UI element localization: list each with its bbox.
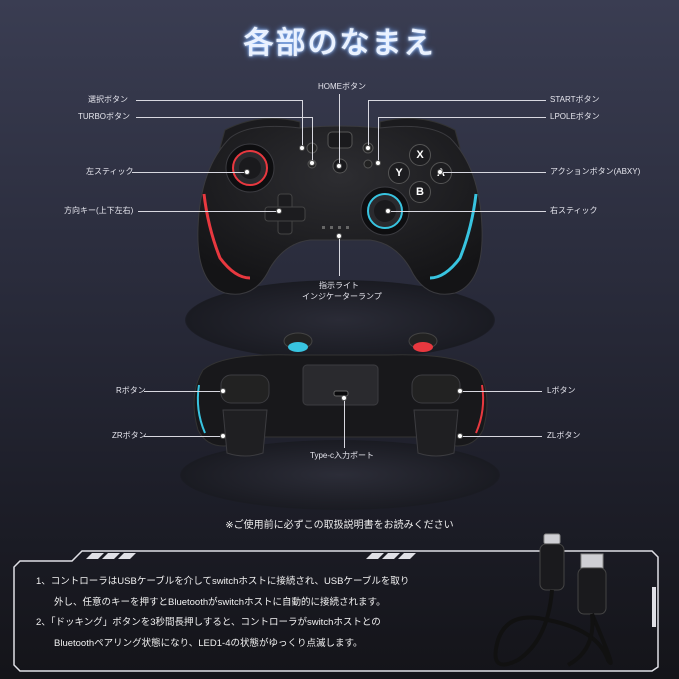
leader-indicator	[339, 236, 340, 276]
instruction-line-4: Bluetoothペアリング状態になり、LED1-4の状態がゆっくり点滅します。	[54, 637, 363, 649]
face-button-x: X	[409, 144, 431, 166]
label-indicator-2: インジケーターランプ	[302, 292, 382, 301]
marker-r-button	[220, 388, 226, 394]
label-indicator-1: 指示ライト	[319, 281, 359, 290]
face-button-y: Y	[388, 162, 410, 184]
label-left-stick: 左スティック	[86, 167, 134, 176]
leader-left-stick	[132, 172, 246, 173]
leader-r-button	[144, 391, 222, 392]
page-title: 各部のなまえ	[243, 26, 436, 61]
label-typec: Type-c入力ポート	[310, 451, 375, 460]
marker-select	[299, 145, 305, 151]
controller-front-image	[197, 117, 483, 295]
leader-zl-button	[460, 436, 542, 437]
leader-turbo	[136, 117, 312, 118]
label-zr-button: ZRボタン	[112, 431, 147, 440]
leader-select-v	[302, 100, 303, 146]
leader-home	[339, 94, 340, 164]
marker-right-stick	[385, 208, 391, 214]
marker-zl-button	[457, 433, 463, 439]
instruction-line-1: 1、コントローラはUSBケーブルを介してswitchホストに接続され、USBケー…	[36, 576, 410, 587]
instruction-text: 1、コントローラはUSBケーブルを介してswitchホストに接続され、USBケー…	[36, 572, 476, 654]
usage-note: ※ご使用前に必ずこの取扱説明書をお読みください	[225, 520, 454, 531]
leader-lpole	[378, 117, 546, 118]
label-action: アクションボタン(ABXY)	[550, 167, 641, 176]
label-dpad: 方向キー(上下左右)	[64, 206, 134, 215]
controller-back-image	[193, 332, 488, 457]
label-turbo: TURBOボタン	[78, 112, 130, 121]
leader-action	[440, 172, 546, 173]
usb-cable-image	[493, 533, 613, 667]
label-l-button: Lボタン	[547, 386, 576, 395]
leader-lpole-v	[378, 117, 379, 161]
label-r-button: Rボタン	[116, 386, 146, 395]
marker-turbo	[309, 160, 315, 166]
label-lpole: LPOLEボタン	[550, 112, 600, 121]
leader-right-stick	[388, 211, 546, 212]
label-zl-button: ZLボタン	[547, 431, 581, 440]
face-button-b: B	[409, 181, 431, 203]
leader-dpad	[138, 211, 278, 212]
marker-action	[437, 169, 443, 175]
label-right-stick: 右スティック	[550, 206, 598, 215]
marker-dpad	[276, 208, 282, 214]
marker-typec	[341, 395, 347, 401]
marker-home	[336, 163, 342, 169]
marker-start	[365, 145, 371, 151]
instruction-frame	[13, 550, 659, 672]
leader-start	[368, 100, 546, 101]
marker-left-stick	[244, 169, 250, 175]
instruction-line-2: 外し、任意のキーを押すとBluetoothがswitchホストに自動的に接続され…	[54, 596, 386, 608]
marker-zr-button	[220, 433, 226, 439]
marker-indicator	[336, 233, 342, 239]
leader-turbo-v	[312, 117, 313, 161]
label-home: HOMEボタン	[318, 82, 366, 91]
marker-l-button	[457, 388, 463, 394]
leader-l-button	[460, 391, 542, 392]
leader-typec	[344, 398, 345, 448]
instruction-line-3: 2、「ドッキング」ボタンを3秒間長押しすると、コントローラがswitchホストと…	[36, 617, 381, 628]
leader-select	[136, 100, 302, 101]
label-select: 選択ボタン	[88, 95, 128, 104]
leader-start-v	[368, 100, 369, 146]
label-start: STARTボタン	[550, 95, 600, 104]
leader-zr-button	[144, 436, 222, 437]
marker-lpole	[375, 160, 381, 166]
